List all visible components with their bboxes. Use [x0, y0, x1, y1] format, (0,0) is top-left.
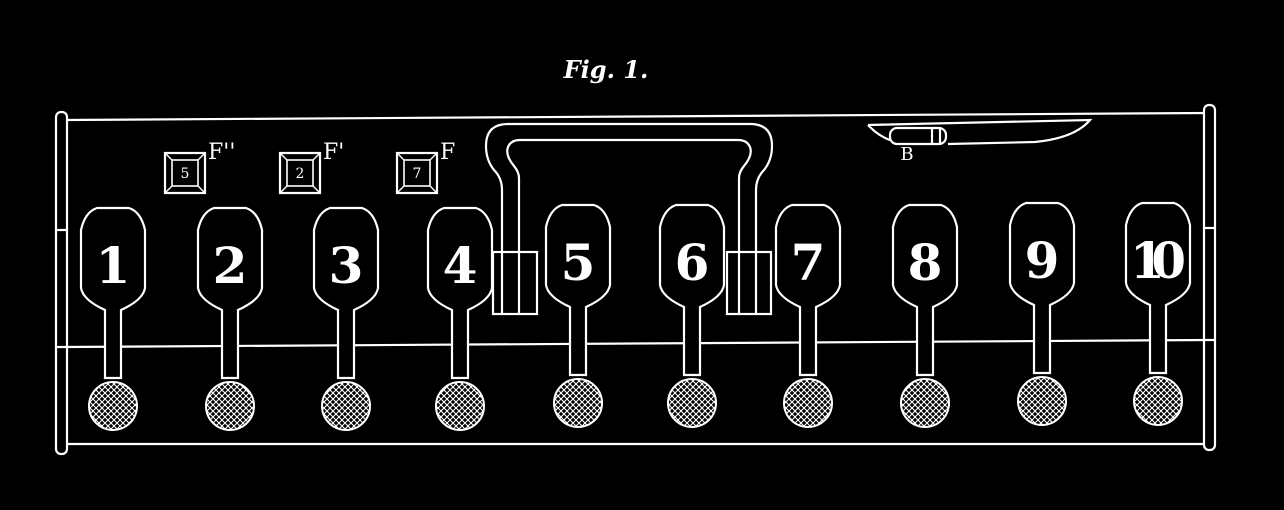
key-knob[interactable]: [900, 378, 950, 428]
blade-lever: [867, 118, 1093, 146]
right-end-post: [1202, 103, 1217, 452]
key-levers: 1 2 3 4 5 6 7 8 9 10: [79, 201, 1192, 431]
key-lever[interactable]: 8: [891, 203, 959, 428]
key-lever-body: [196, 206, 264, 380]
left-end-post: [54, 110, 69, 456]
key-knob[interactable]: [553, 378, 603, 428]
indicator-label: F': [323, 140, 344, 165]
carrying-handle: [484, 122, 774, 316]
key-knob[interactable]: [783, 378, 833, 428]
key-number: 8: [908, 233, 943, 292]
key-lever[interactable]: 2: [196, 206, 264, 431]
indicator-value: 7: [413, 166, 422, 182]
handle-clamp-right: [725, 250, 773, 316]
indicator-label: F: [440, 140, 455, 165]
indicator-windows: 5F''2F'7F: [163, 140, 455, 195]
key-lever-body: [312, 206, 380, 380]
key-lever[interactable]: 6: [658, 203, 726, 428]
key-lever[interactable]: 4: [426, 206, 494, 431]
key-number: 7: [791, 233, 826, 292]
figure-caption: Fig. 1.: [563, 55, 649, 84]
key-knob[interactable]: [205, 381, 255, 431]
key-number: 5: [561, 233, 596, 292]
key-lever-body: [774, 203, 842, 377]
key-lever[interactable]: 3: [312, 206, 380, 431]
key-lever-body: [79, 206, 147, 380]
indicator-label: F'': [208, 140, 235, 165]
key-number: 10: [1130, 231, 1186, 290]
key-knob[interactable]: [1133, 376, 1183, 426]
key-number: 2: [213, 236, 248, 295]
handle-label: B: [900, 144, 913, 165]
key-lever[interactable]: 5: [544, 203, 612, 428]
key-lever[interactable]: 1: [79, 206, 147, 431]
key-lever[interactable]: 9: [1008, 201, 1076, 426]
handle-clamp-left: [491, 250, 539, 316]
key-knob[interactable]: [88, 381, 138, 431]
key-knob[interactable]: [1017, 376, 1067, 426]
key-number: 9: [1025, 231, 1060, 290]
key-lever-body: [544, 203, 612, 377]
key-number: 1: [96, 236, 131, 295]
key-lever[interactable]: 10: [1124, 201, 1192, 426]
key-number: 6: [675, 233, 710, 292]
key-knob[interactable]: [321, 381, 371, 431]
indicator-window: 2 F': [278, 140, 344, 195]
indicator-value: 2: [296, 166, 305, 182]
indicator-value: 5: [181, 166, 190, 182]
key-number: 3: [329, 236, 364, 295]
indicator-window: 5 F'': [163, 140, 235, 195]
key-lever-body: [891, 203, 959, 377]
key-number: 4: [443, 236, 478, 295]
key-lever-body: [1124, 201, 1192, 375]
key-knob[interactable]: [435, 381, 485, 431]
indicator-window: 7F: [395, 140, 455, 195]
key-lever[interactable]: 7: [774, 203, 842, 428]
key-lever-body: [658, 203, 726, 377]
key-knob[interactable]: [667, 378, 717, 428]
machine-frame: [54, 103, 1217, 456]
key-lever-body: [1008, 201, 1076, 375]
